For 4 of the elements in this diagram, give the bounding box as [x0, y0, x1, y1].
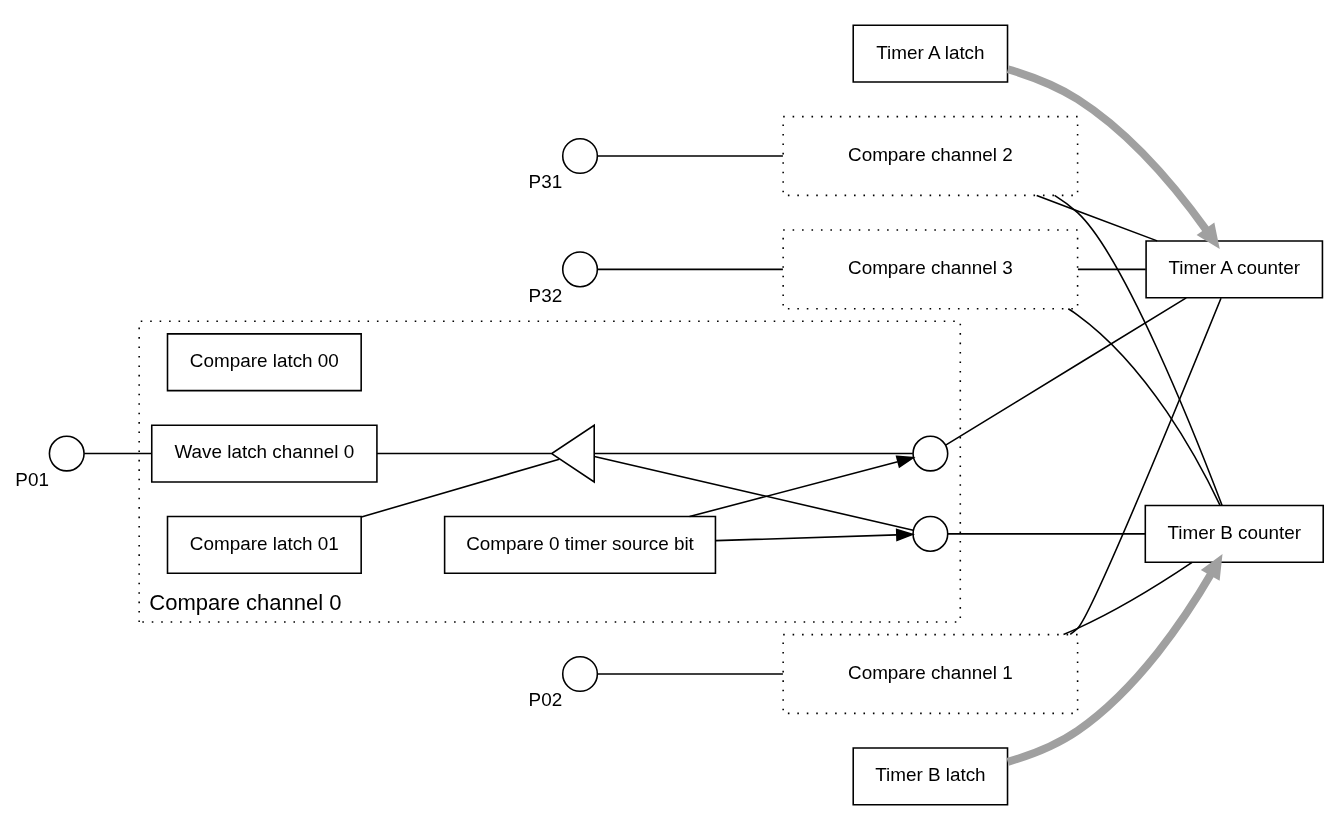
node-label: P31	[528, 170, 563, 192]
node-label: P01	[15, 468, 49, 490]
node-label: P32	[528, 284, 563, 306]
node-label: P02	[528, 688, 563, 710]
